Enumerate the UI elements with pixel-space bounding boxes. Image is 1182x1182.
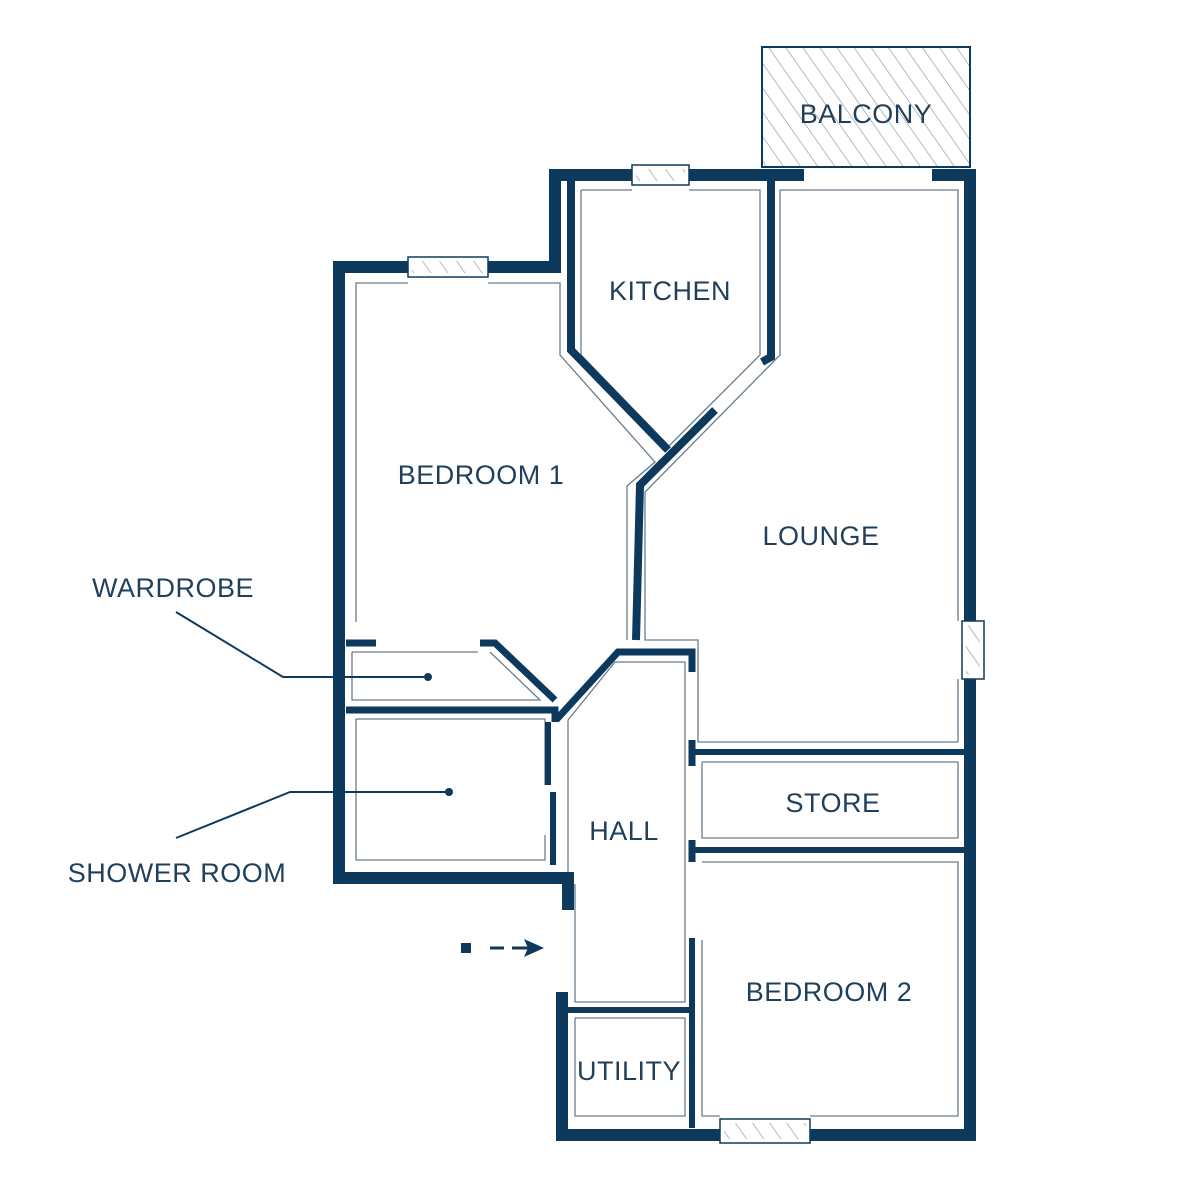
store-label: STORE bbox=[785, 788, 880, 818]
shower-room-label: SHOWER ROOM bbox=[68, 858, 287, 888]
wardrobe-leader bbox=[175, 611, 428, 678]
inner-wall-lines bbox=[351, 189, 959, 1117]
hall-label: HALL bbox=[589, 816, 659, 846]
wardrobe-leader-dot bbox=[424, 673, 432, 681]
callout-leaders bbox=[175, 611, 453, 839]
room-labels: BALCONY KITCHEN BEDROOM 1 LOUNGE HALL ST… bbox=[398, 99, 933, 1086]
utility-label: UTILITY bbox=[577, 1056, 681, 1086]
wardrobe-label: WARDROBE bbox=[92, 573, 254, 603]
shower-room-leader bbox=[175, 791, 449, 839]
callout-labels: WARDROBE SHOWER ROOM bbox=[68, 573, 287, 888]
bedroom-1-label: BEDROOM 1 bbox=[398, 460, 565, 490]
balcony-label: BALCONY bbox=[800, 99, 933, 129]
balcony bbox=[761, 46, 971, 168]
entrance-arrow-icon bbox=[461, 939, 544, 957]
bedroom-2-label: BEDROOM 2 bbox=[746, 977, 913, 1007]
lounge-label: LOUNGE bbox=[762, 521, 879, 551]
windows bbox=[407, 164, 985, 1144]
walls bbox=[333, 169, 976, 1141]
shower-room-leader-dot bbox=[445, 788, 453, 796]
kitchen-label: KITCHEN bbox=[609, 276, 731, 306]
